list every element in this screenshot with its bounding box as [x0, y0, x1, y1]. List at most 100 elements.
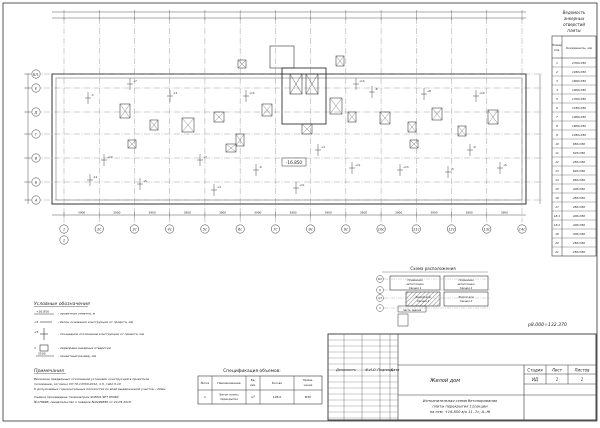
spec-row-note: В30 — [305, 395, 311, 399]
opening-diagonal — [261, 103, 273, 117]
scheme-axis-label: Б/1 — [378, 278, 382, 281]
spec-head-name: Наименование — [217, 381, 240, 385]
vedomost-row-value: 650х350 — [573, 178, 586, 182]
axis-bubble — [31, 129, 41, 139]
spec-row-qty: 128.0 — [273, 395, 282, 399]
dimension-text: 3900 — [325, 211, 332, 215]
scheme-small-box — [397, 313, 409, 327]
axis-label: 8с — [308, 228, 312, 232]
deviation-value: +5 — [143, 179, 147, 183]
elevator-shaft-2 — [305, 73, 319, 95]
vedomost-row-value: 1700х350 — [572, 97, 586, 101]
scheme-axis-bubbles: Б/1БА/1А — [376, 275, 490, 312]
axis-bubble — [31, 69, 41, 79]
legend-base-symbol: +5 — [34, 320, 52, 324]
spec-head-unit-b: изм. — [250, 383, 256, 387]
vedomost-row-value: 1000х350 — [572, 115, 586, 119]
stamp-sheet-head: Лист — [551, 368, 563, 373]
opening-diagonal — [335, 55, 345, 67]
vedomost-row-num: 10 — [555, 142, 559, 146]
opening-diagonal — [149, 119, 159, 131]
vedomost-row-num: 16 — [555, 196, 559, 200]
opening-diagonal — [487, 109, 499, 125]
deviation-value: +10 — [107, 155, 113, 159]
axis-bubble — [31, 195, 41, 205]
axis-bubble — [270, 224, 280, 234]
vedomost-row-num: 14 — [555, 178, 559, 182]
deviation-value: +8 — [427, 89, 431, 93]
slab-outline — [51, 73, 527, 205]
volume-spec-table: Спецификация объемов: №поз Наименование … — [197, 367, 323, 405]
deviation-leaders: -3+10+5-12+7+14-9+4+11-6+13+8-3+10+5-12+… — [85, 78, 507, 196]
dimension-text: 3900 — [501, 211, 508, 215]
sheet-frame — [2, 2, 598, 422]
deviation-value: -9 — [473, 145, 476, 149]
axis-label: 4с — [168, 228, 172, 232]
vedomost-title-1: Ведомость — [563, 10, 586, 15]
stamp-stage-value: ИД — [532, 377, 538, 382]
spec-head-unit-a: Ед. — [251, 378, 256, 382]
legend-dimension-symbol: 2500 — [36, 352, 54, 357]
title-block: Должность Ф.И.О. Подпись Дата Жилой дом … — [327, 333, 597, 421]
axis-label: 11с — [413, 228, 420, 232]
axis-bubble — [130, 224, 139, 234]
axis-label: 6с — [238, 228, 242, 232]
legend-deviation-symbol: +5 — [34, 328, 48, 340]
opening-diagonal — [127, 139, 137, 149]
opening — [213, 111, 225, 123]
opening-diagonal — [119, 103, 131, 119]
spec-row-name-b: перекрытия — [220, 397, 238, 401]
vedomost-title-2: анкерных — [564, 16, 585, 21]
axis-bubble — [447, 224, 456, 234]
opening-diagonal — [181, 117, 195, 133]
axis-label: 7с — [273, 228, 277, 232]
vedomost-row-num: 15 — [555, 187, 559, 191]
slab-inner-outline — [55, 77, 523, 201]
deviation-value: +7 — [133, 79, 137, 83]
spec-title: Спецификация объемов: — [223, 367, 281, 374]
opening-diagonal — [237, 59, 247, 69]
axis-bubble — [165, 224, 175, 234]
svg-text:7: 7 — [34, 346, 36, 350]
axis-label: 2с — [97, 228, 101, 232]
floor-plan: 139002с39003с39004с39005с39006с39007с390… — [24, 10, 544, 245]
scheme-block2-c: Секция 2 — [460, 286, 473, 290]
opening-diagonal — [301, 123, 313, 135]
stamp-col-position: Должность — [335, 368, 356, 372]
deviation-value: -3 — [451, 167, 454, 171]
notes-line-1: Величины предельных отклонений установки… — [34, 377, 149, 381]
dimension-text: 3900 — [219, 211, 226, 215]
scheme-block1-c: Секция 1 — [409, 286, 422, 290]
axis-bubble — [482, 224, 492, 234]
axis-bubble — [31, 83, 41, 93]
stamp-title-line-3: на отм. +16.850 в/о 11..7с, А..Ж — [430, 410, 491, 414]
svg-text:-16.850: -16.850 — [286, 160, 302, 165]
vedomost-row-num: 20 — [555, 241, 559, 245]
vedomost-row-num: 11 — [555, 151, 559, 155]
opening — [329, 97, 343, 115]
axis-label: А — [34, 198, 38, 202]
axis-bubble — [306, 224, 316, 234]
opening — [261, 103, 273, 117]
stamp-row-lines — [328, 339, 398, 419]
stamp-object: Жилой дом — [429, 378, 460, 384]
opening-diagonal — [407, 121, 417, 133]
spec-row-pos: 1 — [204, 395, 206, 399]
deviation-value: +11 — [299, 183, 305, 187]
opening-diagonal — [431, 107, 443, 121]
spec-head-qty: Кол-во — [272, 381, 283, 385]
notes-signoff-2: №178998, свидетельство о поверке №029985… — [33, 400, 131, 404]
scheme-axis-bubble — [376, 304, 384, 312]
opening-diagonal — [409, 139, 419, 149]
deviation-value: +14 — [249, 91, 255, 95]
dimension-text: 3900 — [149, 211, 156, 215]
axis-bubble — [341, 224, 351, 234]
axis-label: 12с — [448, 228, 455, 232]
axis-bubble — [411, 224, 421, 234]
dimension-text: 3900 — [360, 211, 367, 215]
vedomost-row-value: 2700х350 — [572, 61, 586, 65]
legend: Условные обозначения +16.850 +5 +5 7 250… — [34, 301, 145, 358]
